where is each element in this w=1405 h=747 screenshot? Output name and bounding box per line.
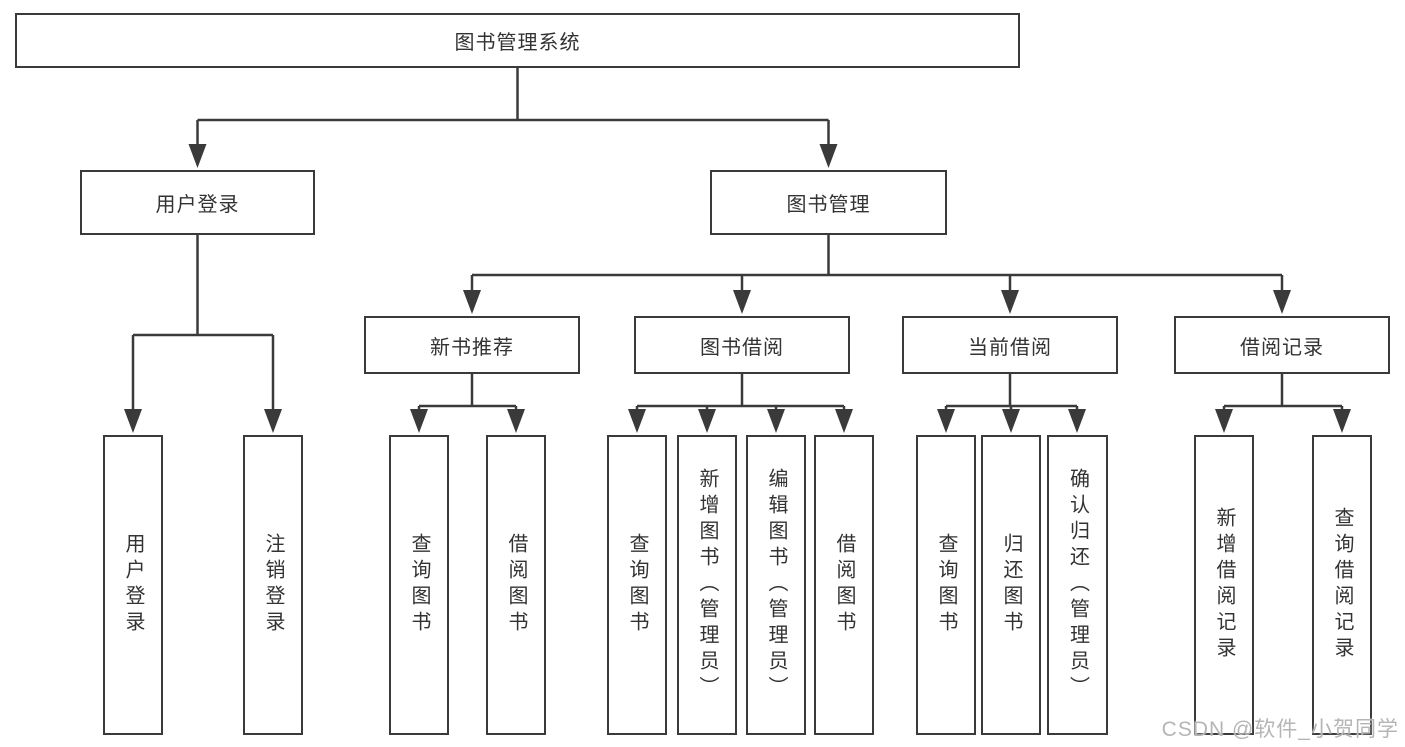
node-root: 图书管理系统 [15,13,1020,68]
leaf-records-add-label: 新增借阅记录 [1213,507,1235,663]
node-book-borrowing-label: 图书借阅 [700,336,784,359]
leaf-user-login: 用户登录 [103,435,163,735]
leaf-borrow-edit-admin: 编辑图书（管理员） [746,435,806,735]
leaf-logout: 注销登录 [243,435,303,735]
leaf-logout-label: 注销登录 [262,533,284,637]
leaf-current-confirm-admin: 确认归还（管理员） [1047,435,1108,735]
leaf-newbooks-query-label: 查询图书 [408,533,430,637]
leaf-current-return-label: 归还图书 [1000,533,1022,637]
node-book-management-label: 图书管理 [786,194,871,216]
node-root-label: 图书管理系统 [454,32,581,54]
node-current-borrowing-label: 当前借阅 [968,336,1052,359]
node-book-borrowing: 图书借阅 [634,316,850,374]
leaf-newbooks-borrow-label: 借阅图书 [505,533,527,637]
leaf-records-add: 新增借阅记录 [1194,435,1254,735]
node-book-management: 图书管理 [710,170,947,235]
leaf-borrow-borrow: 借阅图书 [814,435,874,735]
node-user-login-label: 用户登录 [155,194,240,216]
leaf-newbooks-borrow: 借阅图书 [486,435,546,735]
leaf-user-login-label: 用户登录 [122,533,144,637]
leaf-borrow-add-admin-label: 新增图书（管理员） [696,468,718,702]
leaf-current-confirm-admin-label: 确认归还（管理员） [1066,468,1089,702]
leaf-newbooks-query: 查询图书 [389,435,449,735]
leaf-records-query-label: 查询借阅记录 [1331,507,1353,663]
node-user-login: 用户登录 [80,170,315,235]
leaf-current-query-label: 查询图书 [935,533,957,637]
leaf-current-query: 查询图书 [916,435,976,735]
leaf-current-return: 归还图书 [981,435,1041,735]
leaf-borrow-edit-admin-label: 编辑图书（管理员） [765,468,787,702]
leaf-borrow-query-label: 查询图书 [626,533,648,637]
node-new-book-recommend: 新书推荐 [364,316,580,374]
node-borrowing-records-label: 借阅记录 [1240,336,1324,359]
leaf-borrow-borrow-label: 借阅图书 [833,533,855,637]
node-new-book-recommend-label: 新书推荐 [430,336,514,359]
leaf-borrow-query: 查询图书 [607,435,667,735]
node-current-borrowing: 当前借阅 [902,316,1118,374]
leaf-records-query: 查询借阅记录 [1312,435,1372,735]
node-borrowing-records: 借阅记录 [1174,316,1390,374]
leaf-borrow-add-admin: 新增图书（管理员） [677,435,737,735]
